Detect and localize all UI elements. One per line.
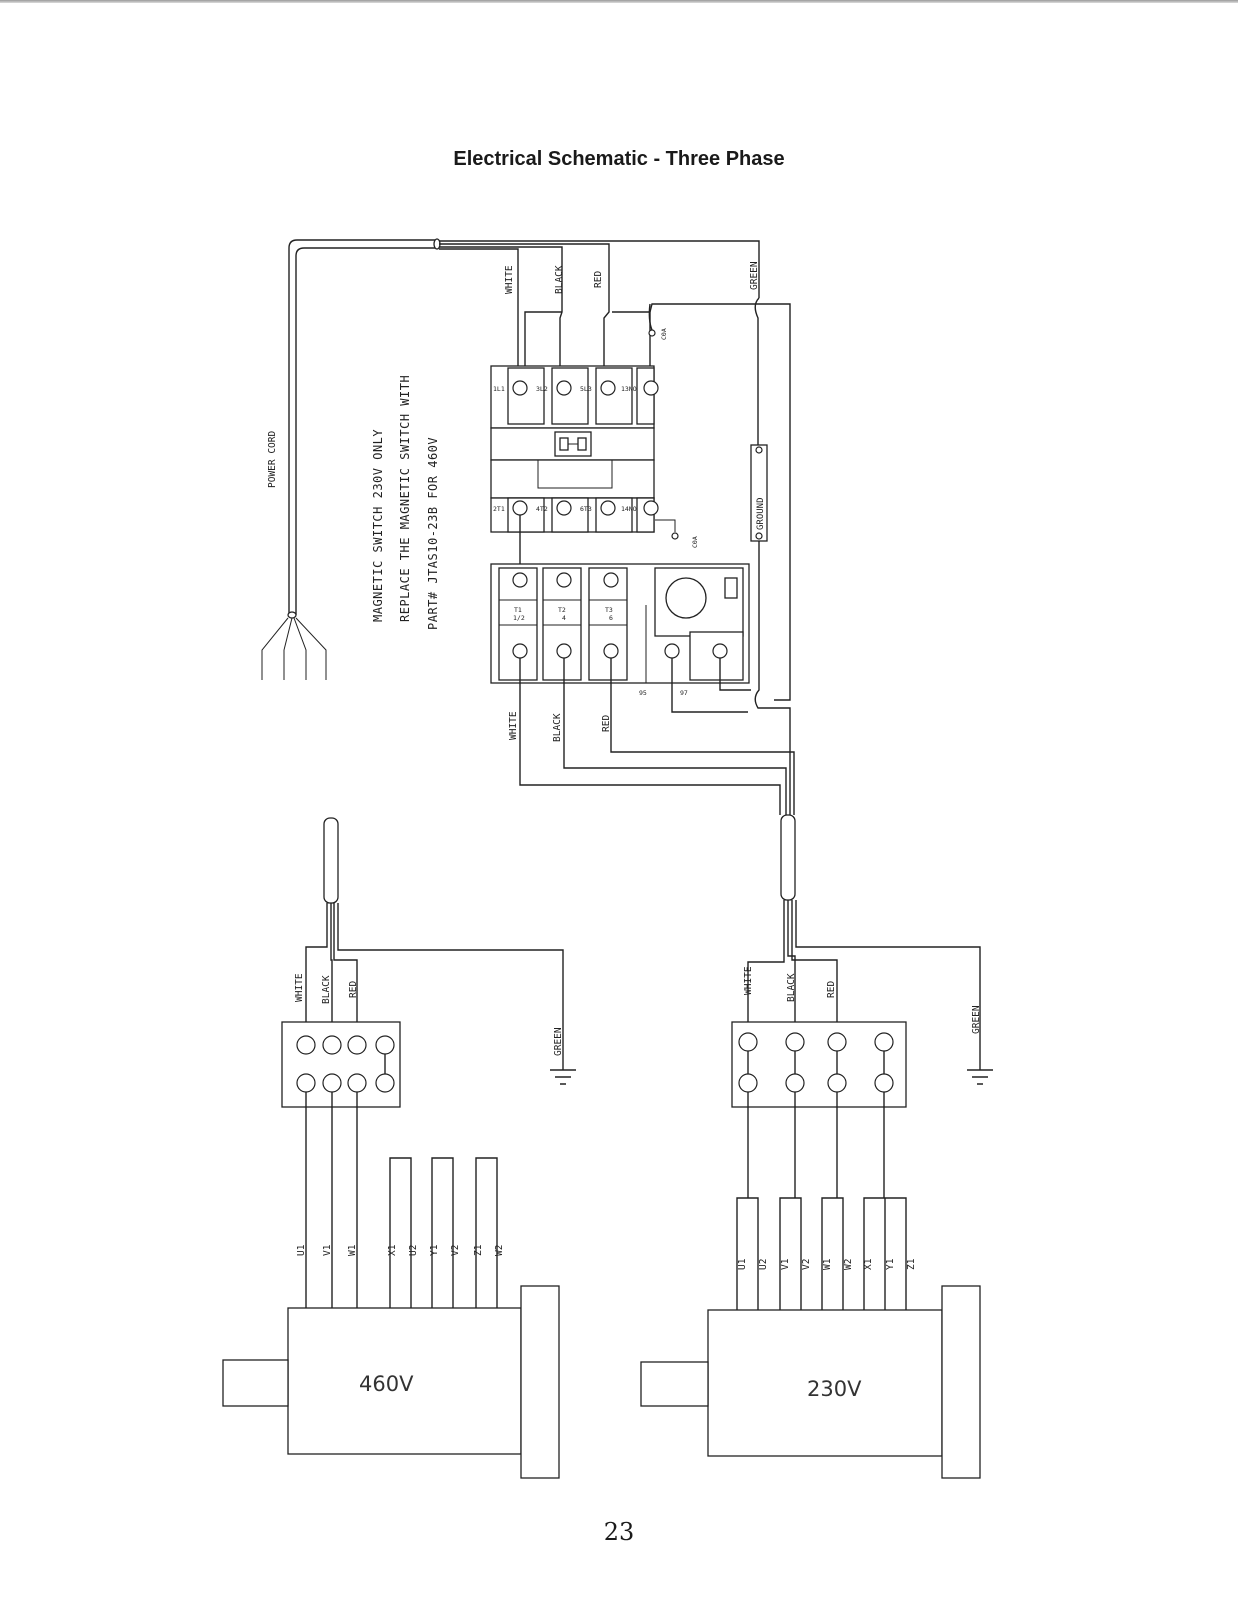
- motor-230-lead-u1: U1: [737, 1258, 748, 1270]
- terminal-block-460v: [281, 1021, 401, 1108]
- left-black-label: BLACK: [321, 975, 332, 1004]
- switch-red-label: RED: [601, 715, 612, 732]
- motor-230-lead-z1: Z1: [906, 1258, 917, 1270]
- coil-terminal-bottom: C0A: [691, 536, 699, 548]
- motor-230-lead-x1: X1: [863, 1258, 874, 1270]
- aux-terminal-95: 95: [639, 689, 647, 697]
- page-title: Electrical Schematic - Three Phase: [453, 148, 785, 170]
- aux-terminal-97: 97: [680, 689, 688, 697]
- switch-black-label: BLACK: [552, 713, 563, 742]
- ground-connection: GROUND: [671, 297, 791, 815]
- motor-460-lead-w1: W1: [347, 1244, 358, 1256]
- motor-230-lead-v1: V1: [780, 1258, 791, 1270]
- right-white-label: WHITE: [743, 966, 754, 995]
- motor-460v-voltage: 460V: [359, 1372, 414, 1396]
- cord-red-label: RED: [593, 271, 604, 288]
- ground-symbol-460v: [550, 1069, 576, 1085]
- cord-wires: WHITE BLACK RED GREEN: [439, 240, 760, 386]
- note-line-2: REPLACE THE MAGNETIC SWITCH WITH: [398, 375, 412, 622]
- motor-460-lead-u2: U2: [408, 1245, 419, 1256]
- motor-lead-labels-230v: U1 U2 V1 V2 W1 W2 X1 Y1 Z1: [737, 1258, 917, 1270]
- motor-leads-460v: [305, 1092, 498, 1308]
- motor-460-lead-x1: X1: [387, 1244, 398, 1256]
- top-rule: [0, 0, 1238, 3]
- motor-230-lead-v2: V2: [801, 1259, 812, 1270]
- overload-sub-3: 6: [609, 614, 613, 622]
- motor-460-lead-v2: V2: [450, 1245, 461, 1256]
- overload-t3: T3: [605, 606, 613, 614]
- ground-label: GROUND: [756, 497, 766, 530]
- motor-230-lead-w1: W1: [822, 1258, 833, 1270]
- load-terminal-2: 4T2: [536, 505, 548, 513]
- power-cord-label: POWER CORD: [267, 431, 278, 488]
- terminal-block-230v: [731, 1021, 907, 1108]
- ground-symbol-230v: [967, 1069, 993, 1085]
- motor-230v-voltage: 230V: [807, 1377, 862, 1401]
- motor-230-lead-u2: U2: [758, 1259, 769, 1270]
- coil-terminal-top: C0A: [660, 328, 668, 340]
- cable-230v-labels: WHITE BLACK RED GREEN: [743, 966, 982, 1034]
- line-terminal-3: 5L3: [580, 385, 592, 393]
- motor-230v: 230V: [640, 1285, 981, 1479]
- left-red-label: RED: [348, 981, 359, 998]
- left-white-label: WHITE: [294, 973, 305, 1002]
- overload-t2: T2: [558, 606, 566, 614]
- motor-leads-230v: [736, 1092, 907, 1310]
- motor-460-lead-y1: Y1: [429, 1244, 440, 1256]
- cord-black-label: BLACK: [554, 265, 565, 294]
- cable-460v: WHITE BLACK RED GREEN: [294, 817, 564, 1070]
- left-green-label: GREEN: [553, 1027, 564, 1056]
- right-red-label: RED: [826, 981, 837, 998]
- right-black-label: BLACK: [786, 973, 797, 1002]
- motor-cable-wires: WHITE BLACK RED: [508, 658, 981, 1070]
- line-terminal-1: 1L1: [493, 385, 505, 393]
- overload-sub-2: 4: [562, 614, 566, 622]
- motor-460-lead-w2: W2: [494, 1245, 505, 1256]
- note-line-1: MAGNETIC SWITCH 230V ONLY: [371, 429, 385, 622]
- motor-230-lead-w2: W2: [843, 1259, 854, 1270]
- motor-460v: 460V: [222, 1285, 560, 1479]
- power-cord: POWER CORD: [261, 238, 441, 680]
- load-terminal-1: 2T1: [493, 505, 505, 513]
- overload-t1: T1: [514, 606, 522, 614]
- note-line-3: PART# JTAS10-23B FOR 460V: [426, 437, 440, 630]
- right-green-label: GREEN: [971, 1005, 982, 1034]
- line-terminal-4: 13NO: [621, 385, 637, 393]
- cord-green-label: GREEN: [749, 261, 760, 290]
- motor-230-lead-y1: Y1: [885, 1258, 896, 1270]
- motor-lead-labels-460v: U1 V1 W1 X1 U2 Y1 V2 Z1 W2: [296, 1244, 505, 1256]
- motor-460-lead-z1: Z1: [473, 1244, 484, 1256]
- line-terminal-2: 3L2: [536, 385, 548, 393]
- switch-white-label: WHITE: [508, 711, 519, 740]
- magnetic-switch: C0A 1L1 3L2 5L3 13NO 2T1 4T2: [490, 303, 791, 701]
- motor-460-lead-v1: V1: [322, 1244, 333, 1256]
- cord-white-label: WHITE: [504, 265, 515, 294]
- motor-460-lead-u1: U1: [296, 1244, 307, 1256]
- load-terminal-4: 14NO: [621, 505, 637, 513]
- page-number: 23: [603, 1518, 635, 1546]
- magnetic-switch-note: MAGNETIC SWITCH 230V ONLY REPLACE THE MA…: [371, 375, 440, 630]
- load-terminal-3: 6T3: [580, 505, 592, 513]
- overload-sub-1: 1/2: [513, 614, 525, 622]
